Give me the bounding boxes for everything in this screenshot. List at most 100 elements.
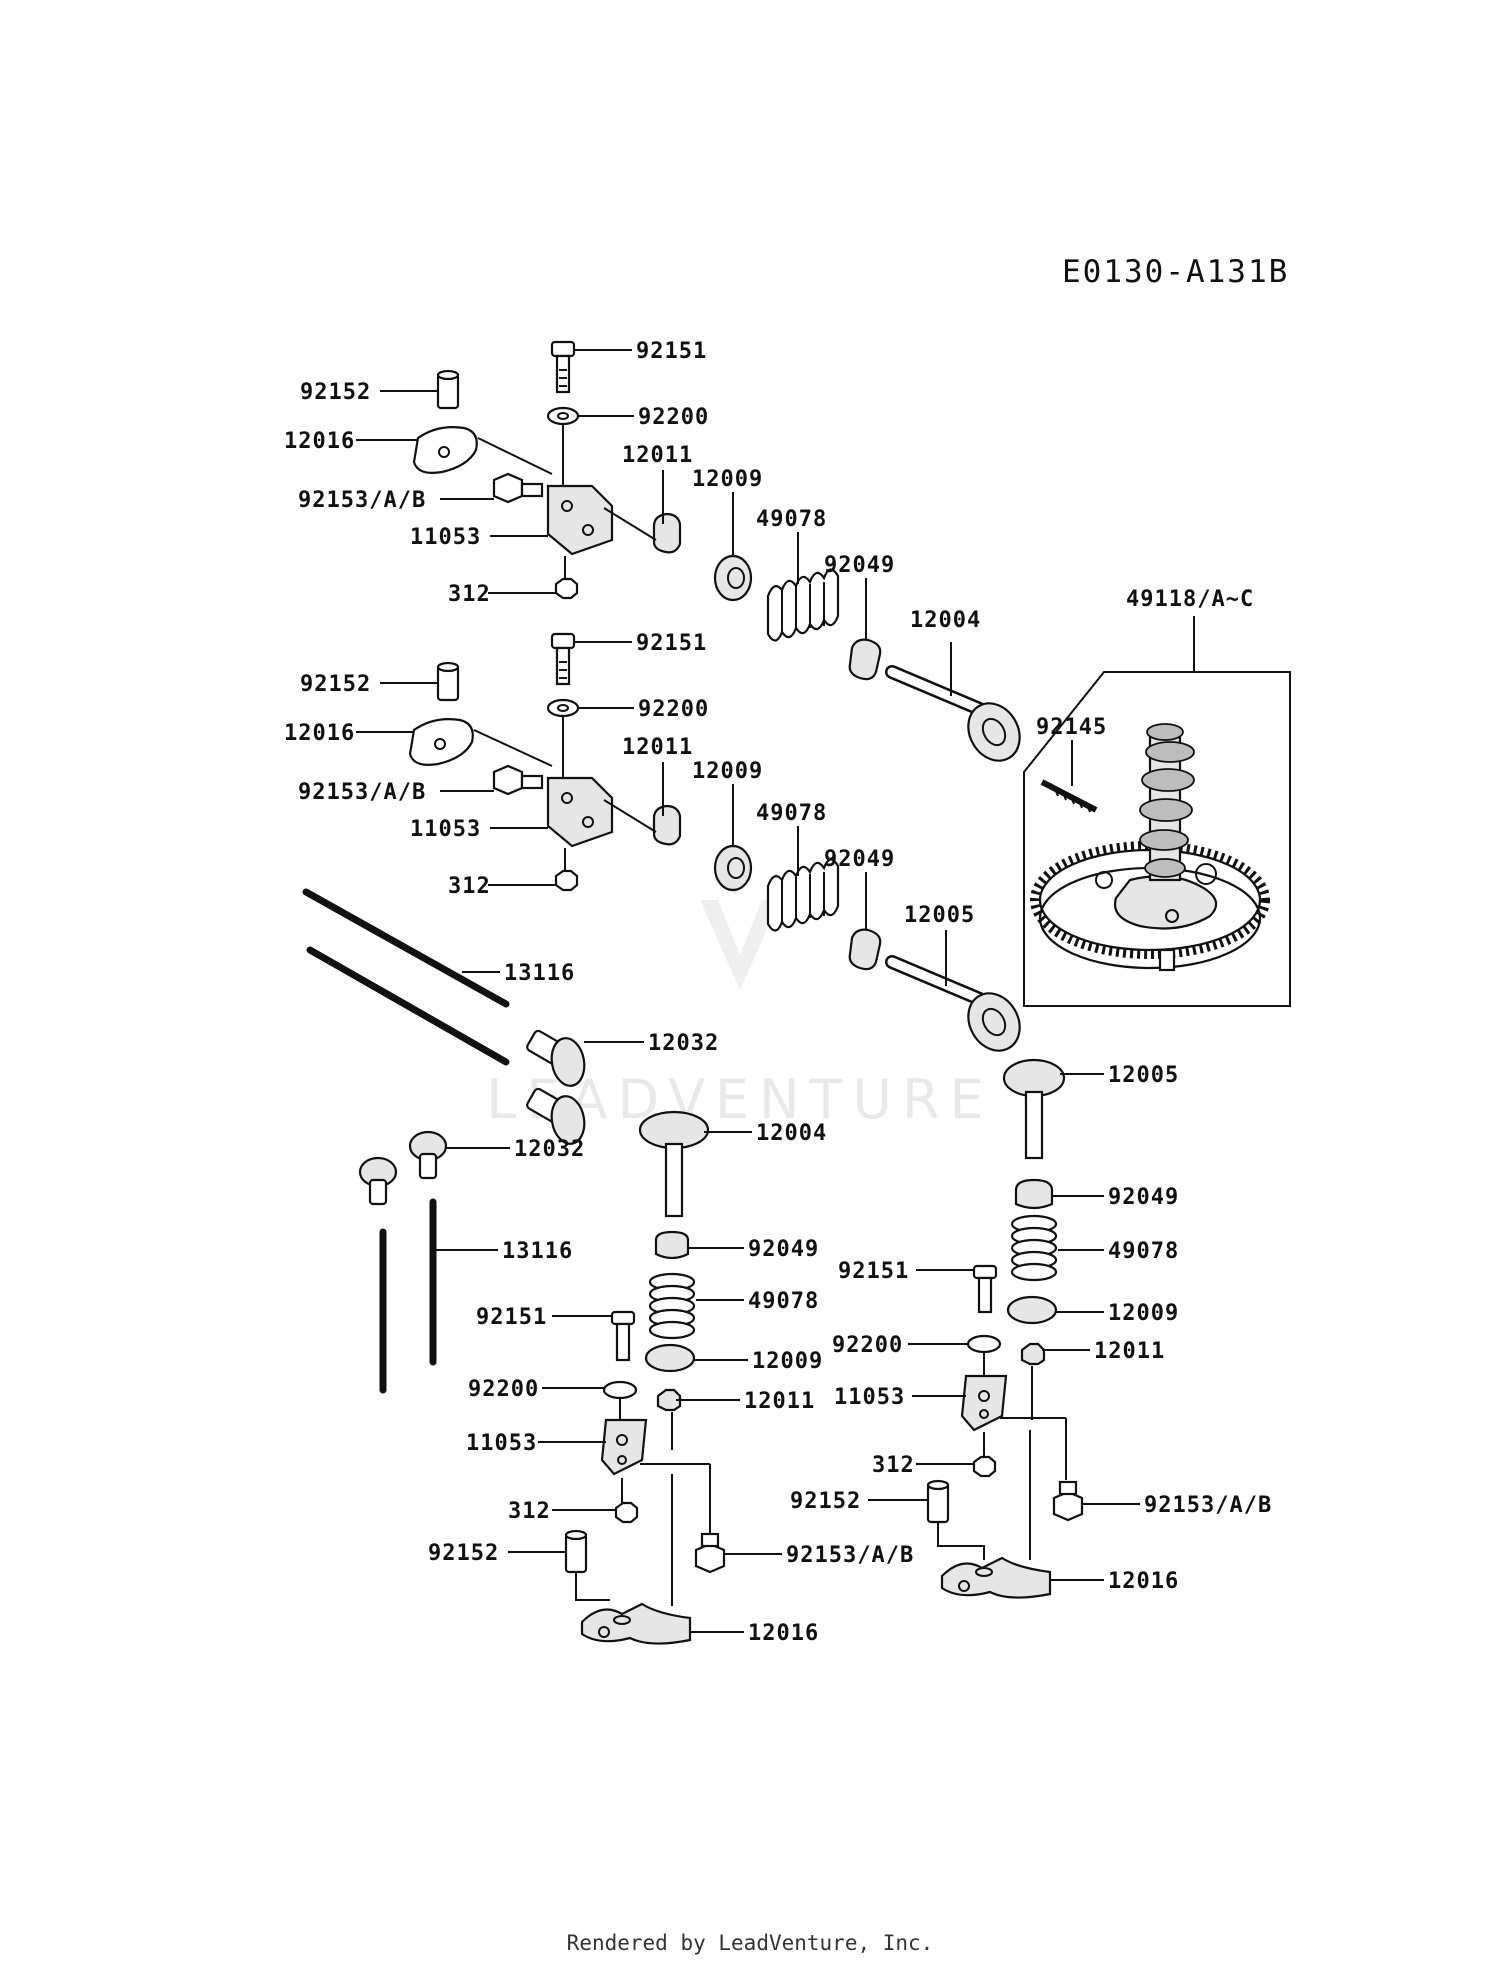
washer-92200-upper[interactable] [546,406,580,426]
label-12011-right[interactable]: 12011 [1094,1339,1165,1364]
label-12004-upper[interactable]: 12004 [910,608,981,633]
label-49078-middle[interactable]: 49078 [756,801,827,826]
valve-12005-lower[interactable] [1002,1058,1066,1160]
valve-12004-upper[interactable] [885,665,1030,770]
guide-11053-right[interactable] [960,1374,1008,1432]
label-11053-right[interactable]: 11053 [834,1385,905,1410]
guide-11053-upper[interactable] [546,484,614,556]
washer-92200-right[interactable] [966,1334,1002,1354]
retainer-12009-center[interactable] [644,1343,696,1373]
label-92153-center[interactable]: 92153/A/B [786,1543,914,1568]
label-13116-b[interactable]: 13116 [502,1239,573,1264]
bolt-92153-center[interactable] [694,1532,726,1574]
label-12009-center[interactable]: 12009 [752,1349,823,1374]
rocker-arm-12016-right[interactable] [940,1556,1052,1599]
guide-11053-center[interactable] [600,1418,648,1476]
label-12016-right[interactable]: 12016 [1108,1569,1179,1594]
spring-49078-middle[interactable] [766,858,840,932]
label-92153-right[interactable]: 92153/A/B [1144,1493,1272,1518]
bolt-92151-middle[interactable] [550,632,576,650]
label-312-upper[interactable]: 312 [448,582,491,607]
label-12005-right[interactable]: 12005 [1108,1063,1179,1088]
label-92152-middle[interactable]: 92152 [300,672,371,697]
washer-92200-middle[interactable] [546,698,580,718]
collar-92049-upper[interactable] [848,638,882,681]
nut-312-right[interactable] [972,1455,997,1478]
lifter-12032-b[interactable] [526,1087,588,1146]
label-92152-center[interactable]: 92152 [428,1541,499,1566]
label-13116-a[interactable]: 13116 [504,961,575,986]
label-312-middle[interactable]: 312 [448,874,491,899]
spring-49078-right[interactable] [1010,1214,1058,1282]
label-92151-center[interactable]: 92151 [476,1305,547,1330]
cap-12011-right[interactable] [1020,1342,1046,1366]
label-92200-middle[interactable]: 92200 [638,697,709,722]
label-92152-right[interactable]: 92152 [790,1489,861,1514]
rocker-arm-12016-center[interactable] [580,1602,692,1645]
lifter-12032-c[interactable] [408,1130,448,1180]
cam-gear-49118[interactable] [1030,841,1270,972]
spring-pin-92145[interactable] [1040,779,1098,813]
label-12016-center[interactable]: 12016 [748,1621,819,1646]
lifter-12032-a[interactable] [526,1029,588,1088]
bolt-92151-right[interactable] [972,1264,998,1314]
label-49078-center[interactable]: 49078 [748,1289,819,1314]
cap-12011-middle[interactable] [652,804,682,846]
label-12032-a[interactable]: 12032 [648,1031,719,1056]
label-11053-upper[interactable]: 11053 [410,525,481,550]
label-92151-right[interactable]: 92151 [838,1259,909,1284]
label-92049-upper[interactable]: 92049 [824,553,895,578]
label-11053-center[interactable]: 11053 [466,1431,537,1456]
label-12016-middle[interactable]: 12016 [284,721,355,746]
spring-49078-center[interactable] [648,1272,696,1340]
label-12005-middle[interactable]: 12005 [904,903,975,928]
rocker-arm-12016-upper[interactable] [412,426,478,474]
cap-12011-upper[interactable] [652,512,682,554]
nut-312-upper[interactable] [554,577,579,600]
label-92153-middle[interactable]: 92153/A/B [298,780,426,805]
bolt-92153-upper[interactable] [492,472,524,504]
label-92049-center[interactable]: 92049 [748,1237,819,1262]
label-312-center[interactable]: 312 [508,1499,551,1524]
retainer-12009-right[interactable] [1006,1295,1058,1325]
guide-11053-middle[interactable] [546,776,614,848]
nut-312-middle[interactable] [554,869,579,892]
pushrod-13116-a[interactable] [302,888,510,1008]
bolt-92153-middle[interactable] [492,764,524,796]
collar-92049-center[interactable] [654,1230,690,1260]
label-49078-upper[interactable]: 49078 [756,507,827,532]
valve-12004-lower[interactable] [638,1110,710,1218]
label-92200-upper[interactable]: 92200 [638,405,709,430]
retainer-12009-middle[interactable] [713,844,753,892]
label-12009-upper[interactable]: 12009 [692,467,763,492]
lifter-12032-d[interactable] [358,1156,398,1206]
label-312-right[interactable]: 312 [872,1453,915,1478]
label-92152-upper[interactable]: 92152 [300,380,371,405]
label-12009-middle[interactable]: 12009 [692,759,763,784]
label-49078-right[interactable]: 49078 [1108,1239,1179,1264]
label-11053-middle[interactable]: 11053 [410,817,481,842]
label-12016-upper[interactable]: 12016 [284,429,355,454]
label-49118[interactable]: 49118/A~C [1126,587,1254,612]
washer-92200-center[interactable] [602,1380,638,1400]
bolt-92153-right[interactable] [1052,1480,1084,1522]
collar-92049-middle[interactable] [848,928,882,971]
label-92153-upper[interactable]: 92153/A/B [298,488,426,513]
valve-12005-middle[interactable] [885,955,1030,1060]
label-92049-right[interactable]: 92049 [1108,1185,1179,1210]
spring-49078-upper[interactable] [766,568,840,642]
label-92151-middle[interactable]: 92151 [636,631,707,656]
rocker-arm-12016-middle[interactable] [408,718,474,766]
bolt-92151-center[interactable] [610,1310,636,1362]
pushrod-13116-b[interactable] [306,946,510,1066]
label-92049-middle[interactable]: 92049 [824,847,895,872]
collar-92049-right[interactable] [1014,1178,1054,1210]
label-92200-center[interactable]: 92200 [468,1377,539,1402]
camshaft-49118[interactable] [1139,723,1195,882]
nut-312-center[interactable] [614,1501,639,1524]
label-12011-center[interactable]: 12011 [744,1389,815,1414]
label-92145[interactable]: 92145 [1036,715,1107,740]
bolt-92151-upper[interactable] [550,340,576,358]
label-12009-right[interactable]: 12009 [1108,1301,1179,1326]
label-12011-upper[interactable]: 12011 [622,443,693,468]
